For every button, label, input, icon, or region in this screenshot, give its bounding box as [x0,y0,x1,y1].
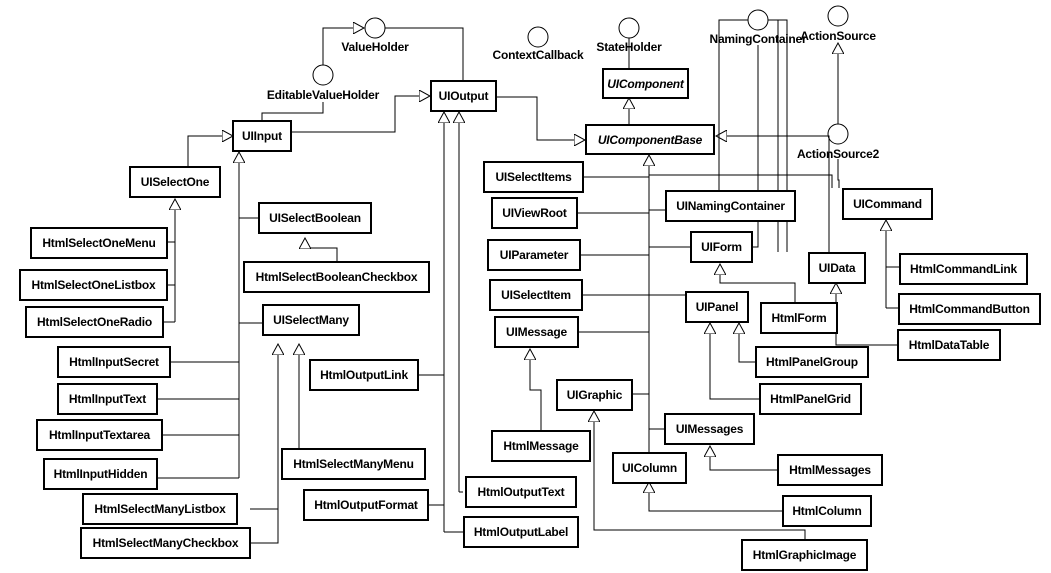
class-htmlpanelgroup: HtmlPanelGroup [755,346,869,378]
contextcallback-lollipop-icon [527,26,549,48]
class-uicomponentbase: UIComponentBase [585,124,715,155]
class-uiviewroot: UIViewRoot [491,197,578,229]
class-uiinput: UIInput [232,120,292,152]
actionsource-lollipop-icon [827,5,849,27]
edge-uicommand-actionsource2 [837,159,840,188]
edge-htmlselectmanylistbox [250,344,278,510]
class-htmloutputformat: HtmlOutputFormat [303,489,429,521]
class-uipanel: UIPanel [685,291,749,323]
class-uinamingcontainer: UINamingContainer [665,190,796,222]
class-uicolumn: UIColumn [612,452,687,484]
class-uicommand: UICommand [842,188,933,220]
class-uiselectboolean: UISelectBoolean [258,202,372,234]
edge-uiselectone-uiinput [187,136,233,166]
class-htmlmessages: HtmlMessages [777,454,883,486]
edge-namingcontainer-uidata [718,19,748,190]
valueholder-lollipop-icon [364,17,386,39]
edge-valueholder-uioutput [385,27,464,80]
class-htmlinputtext: HtmlInputText [57,383,158,415]
class-htmloutputlabel: HtmlOutputLabel [463,516,579,548]
edge-uiinput-uioutput [291,96,430,133]
edge-uidata-uicomponentbase [716,136,830,252]
editablevalueholder-lollipop-icon [312,64,334,86]
edge-uiinput-editablevalueholder [261,102,324,121]
class-htmlinputtextarea: HtmlInputTextarea [36,419,163,451]
class-htmlgraphicimage: HtmlGraphicImage [741,539,868,571]
actionsource2-lollipop-icon [827,123,849,145]
class-uicomponent: UIComponent [602,68,689,99]
edge-htmlmessages-uimessages [710,446,777,471]
interface-contextcallback: ContextCallback [492,48,584,62]
class-uiform: UIForm [690,231,753,263]
class-uiselectitem: UISelectItem [489,279,583,311]
edge-htmldatatable-uidata [836,283,897,346]
interface-editablevalueholder: EditableValueHolder [266,88,380,102]
class-htmlform: HtmlForm [760,302,838,334]
class-htmlcommandlink: HtmlCommandLink [899,253,1028,285]
class-htmlcommandbutton: HtmlCommandButton [898,293,1041,325]
edge-editablevalueholder-valueholder [322,28,364,65]
stateholder-lollipop-icon [618,17,640,39]
edge-htmlgraphicimage-uigraphic [594,411,806,540]
class-htmlinputsecret: HtmlInputSecret [57,346,171,378]
class-uiparameter: UIParameter [487,239,581,271]
edge-htmlselectmanycheckbox [250,509,279,544]
class-htmloutputlink: HtmlOutputLink [309,359,419,391]
class-uimessage: UIMessage [494,316,579,348]
edge-namingcontainer-uidata-c [768,19,788,252]
edge-uicommand-uicomponentbase [649,174,833,188]
interface-stateholder: StateHolder [596,40,662,54]
edge-htmlpanelgroup-uipanel [739,323,755,363]
edge-htmlselectbooleancheckbox [305,238,338,261]
class-uiselectmany: UISelectMany [262,304,360,336]
namingcontainer-lollipop-icon [747,9,769,31]
class-uiselectitems: UISelectItems [483,161,584,193]
class-htmlselectmanymenu: HtmlSelectManyMenu [281,448,426,480]
class-htmlselectmanylistbox: HtmlSelectManyListbox [82,493,238,525]
interface-valueholder: ValueHolder [341,40,409,54]
edge-namingcontainer-uiform [752,45,759,248]
class-htmlselectonelistbox: HtmlSelectOneListbox [19,269,168,301]
class-htmlselectoneradio: HtmlSelectOneRadio [25,306,164,338]
interface-actionsource2: ActionSource2 [796,147,880,161]
edge-htmlcolumn-uicolumn [649,482,782,512]
class-htmlselectonemenu: HtmlSelectOneMenu [30,227,168,259]
class-htmlpanelgrid: HtmlPanelGrid [759,383,862,415]
edge-htmlform-uiform [720,264,796,302]
class-htmlselectmanycheckbox: HtmlSelectManyCheckbox [80,527,251,559]
class-uidata: UIData [808,252,866,284]
class-htmlmessage: HtmlMessage [491,430,591,462]
class-uioutput: UIOutput [430,80,497,112]
edge-htmlpanelgrid-uipanel [710,323,759,400]
class-htmlinputhidden: HtmlInputHidden [43,458,158,490]
edge-uioutput-uicomponentbase [496,96,585,140]
class-htmldatatable: HtmlDataTable [897,329,1001,361]
interface-actionsource: ActionSource [800,29,876,43]
edge-htmlmessage-uimessage [530,349,542,431]
class-htmloutputtext: HtmlOutputText [465,476,577,508]
interface-namingcontainer: NamingContainer [709,32,807,46]
class-htmlselectbooleancheckbox: HtmlSelectBooleanCheckbox [243,261,430,293]
class-uigraphic: UIGraphic [556,379,633,411]
class-htmlcolumn: HtmlColumn [782,495,872,527]
class-uiselectone: UISelectOne [129,166,221,198]
class-uimessages: UIMessages [664,413,755,445]
